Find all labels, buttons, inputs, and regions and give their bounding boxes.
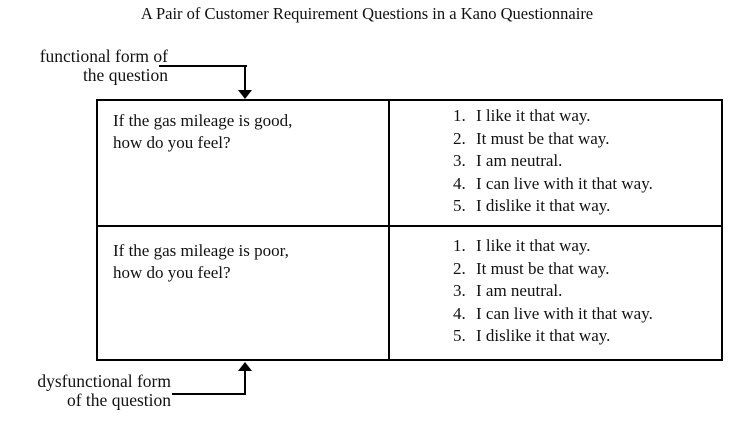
option-text: I am neutral. (476, 151, 563, 170)
option-number: 2. (453, 128, 466, 148)
functional-arrowhead-down-icon (238, 90, 252, 99)
option-line: 4. I can live with it that way. (453, 303, 717, 326)
option-text: I can live with it that way. (476, 173, 653, 193)
option-text: I like it that way. (476, 106, 591, 125)
option-text: It must be that way. (476, 128, 610, 148)
option-line: 3. I am neutral. (453, 280, 717, 303)
option-line: 2. It must be that way. (453, 128, 717, 151)
dysfunctional-arrow-vertical-line (244, 371, 246, 395)
option-line: 2. It must be that way. (453, 258, 717, 281)
option-number: 3. (453, 151, 466, 170)
option-number: 2. (453, 258, 466, 278)
option-line: 1. I like it that way. (453, 235, 717, 258)
functional-form-label: functional form of the question (39, 46, 168, 85)
functional-arrow-vertical-line (244, 65, 246, 91)
figure-title: A Pair of Customer Requirement Questions… (140, 4, 594, 23)
option-line: 5. I dislike it that way. (453, 325, 717, 348)
dysfunctional-arrow-underline (172, 393, 246, 395)
option-number: 5. (453, 196, 466, 215)
option-line: 5. I dislike it that way. (453, 195, 717, 218)
option-text: I can live with it that way. (476, 303, 653, 323)
option-number: 4. (453, 173, 466, 193)
option-text: It must be that way. (476, 258, 610, 278)
dysfunctional-question-cell: If the gas mileage is poor, how do you f… (98, 227, 390, 359)
option-line: 1. I like it that way. (453, 105, 717, 128)
option-text: I dislike it that way. (476, 326, 611, 345)
dysfunctional-form-label: dysfunctional form of the question (37, 371, 171, 410)
functional-options-cell: 1. I like it that way. 2. It must be tha… (390, 101, 721, 227)
option-text: I am neutral. (476, 281, 563, 300)
option-number: 4. (453, 303, 466, 323)
functional-question-cell: If the gas mileage is good, how do you f… (98, 101, 390, 227)
dysfunctional-arrowhead-up-icon (238, 362, 252, 371)
option-number: 1. (453, 236, 466, 255)
functional-arrow-underline (159, 65, 247, 67)
option-text: I dislike it that way. (476, 196, 611, 215)
option-text: I like it that way. (476, 236, 591, 255)
option-line: 4. I can live with it that way. (453, 173, 717, 196)
dysfunctional-options-cell: 1. I like it that way. 2. It must be tha… (390, 227, 721, 359)
option-line: 3. I am neutral. (453, 150, 717, 173)
option-number: 1. (453, 106, 466, 125)
option-number: 3. (453, 281, 466, 300)
kano-question-table: If the gas mileage is good, how do you f… (96, 99, 723, 361)
option-number: 5. (453, 326, 466, 345)
